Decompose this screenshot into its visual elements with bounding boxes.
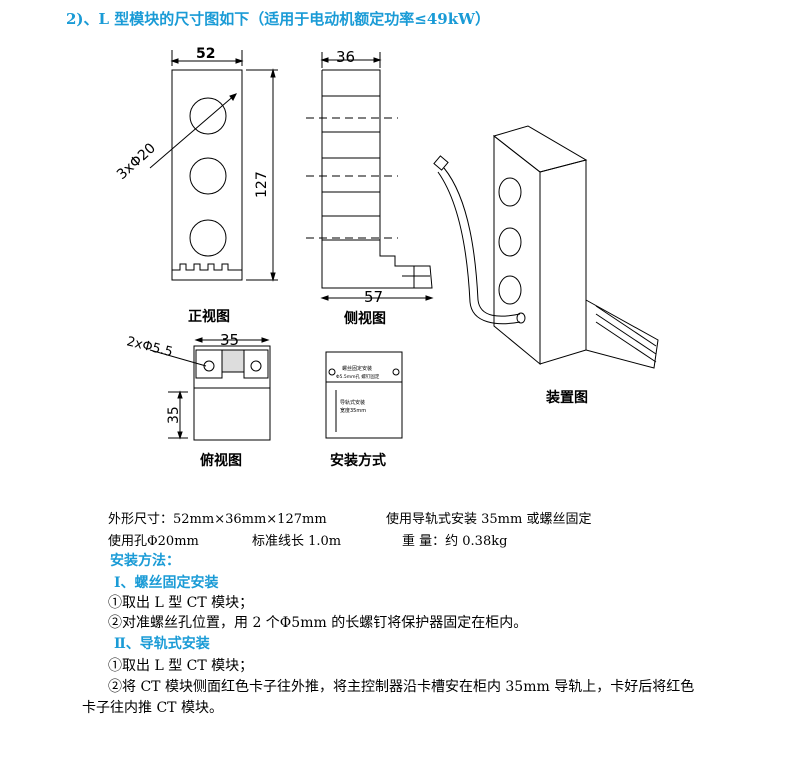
dimension-drawing: 52 127 3xΦ20 36 57 bbox=[114, 46, 659, 441]
assembly-view bbox=[433, 125, 659, 369]
install-note-3: 导轨式安装 bbox=[340, 399, 365, 406]
spec-wire: 标准线长 1.0m bbox=[252, 534, 342, 549]
method-sec1-step2: ②对准螺丝孔位置，用 2 个Φ5mm 的长螺钉将保护器固定在柜内。 bbox=[108, 615, 528, 631]
install-note-4: 宽度35mm bbox=[340, 407, 366, 414]
install-view bbox=[325, 351, 403, 439]
spec-dimensions: 外形尺寸：52mm×36mm×127mm bbox=[108, 512, 327, 527]
install-note-2: Φ5.5mm孔 螺钉固定 bbox=[336, 373, 380, 380]
front-height-dim: 127 bbox=[254, 171, 270, 198]
spec-hole: 使用孔Φ20mm bbox=[108, 534, 199, 549]
side-width-dim: 36 bbox=[336, 48, 355, 66]
spec-mounting: 使用导轨式安装 35mm 或螺丝固定 bbox=[386, 512, 592, 527]
spec-weight: 重 量：约 0.38kg bbox=[402, 534, 508, 549]
top-view bbox=[149, 337, 271, 441]
top-view-label: 俯视图 bbox=[200, 453, 242, 469]
install-note-1: 螺丝固定安装 bbox=[342, 365, 372, 372]
top-width-dim: 35 bbox=[220, 331, 239, 349]
front-view-label: 正视图 bbox=[188, 309, 230, 325]
method-sec2-step2-cont: 卡子往内推 CT 模块。 bbox=[82, 700, 223, 716]
page-title: 2)、L 型模块的尺寸图如下（适用于电动机额定功率≤49kW） bbox=[66, 10, 490, 28]
front-width-dim: 52 bbox=[196, 46, 215, 62]
method-section-1: Ⅰ、螺丝固定安装 bbox=[114, 575, 219, 591]
install-view-label: 安装方式 bbox=[330, 453, 386, 469]
method-heading: 安装方法： bbox=[110, 553, 180, 569]
top-height-dim: 35 bbox=[166, 406, 182, 424]
method-sec2-step2: ②将 CT 模块侧面红色卡子往外推，将主控制器沿卡槽安在柜内 35mm 导轨上，… bbox=[108, 679, 695, 695]
side-depth-dim: 57 bbox=[364, 288, 383, 306]
top-hole-dim: 2xΦ5.5 bbox=[125, 334, 174, 360]
front-hole-dim: 3xΦ20 bbox=[114, 140, 159, 183]
front-view bbox=[149, 50, 278, 282]
method-section-2: Ⅱ、导轨式安装 bbox=[114, 636, 210, 652]
method-sec1-step1: ①取出 L 型 CT 模块； bbox=[108, 595, 254, 611]
side-view bbox=[306, 52, 434, 301]
assembly-view-label: 装置图 bbox=[546, 390, 588, 406]
method-sec2-step1: ①取出 L 型 CT 模块； bbox=[108, 658, 254, 674]
side-view-label: 侧视图 bbox=[344, 311, 386, 327]
